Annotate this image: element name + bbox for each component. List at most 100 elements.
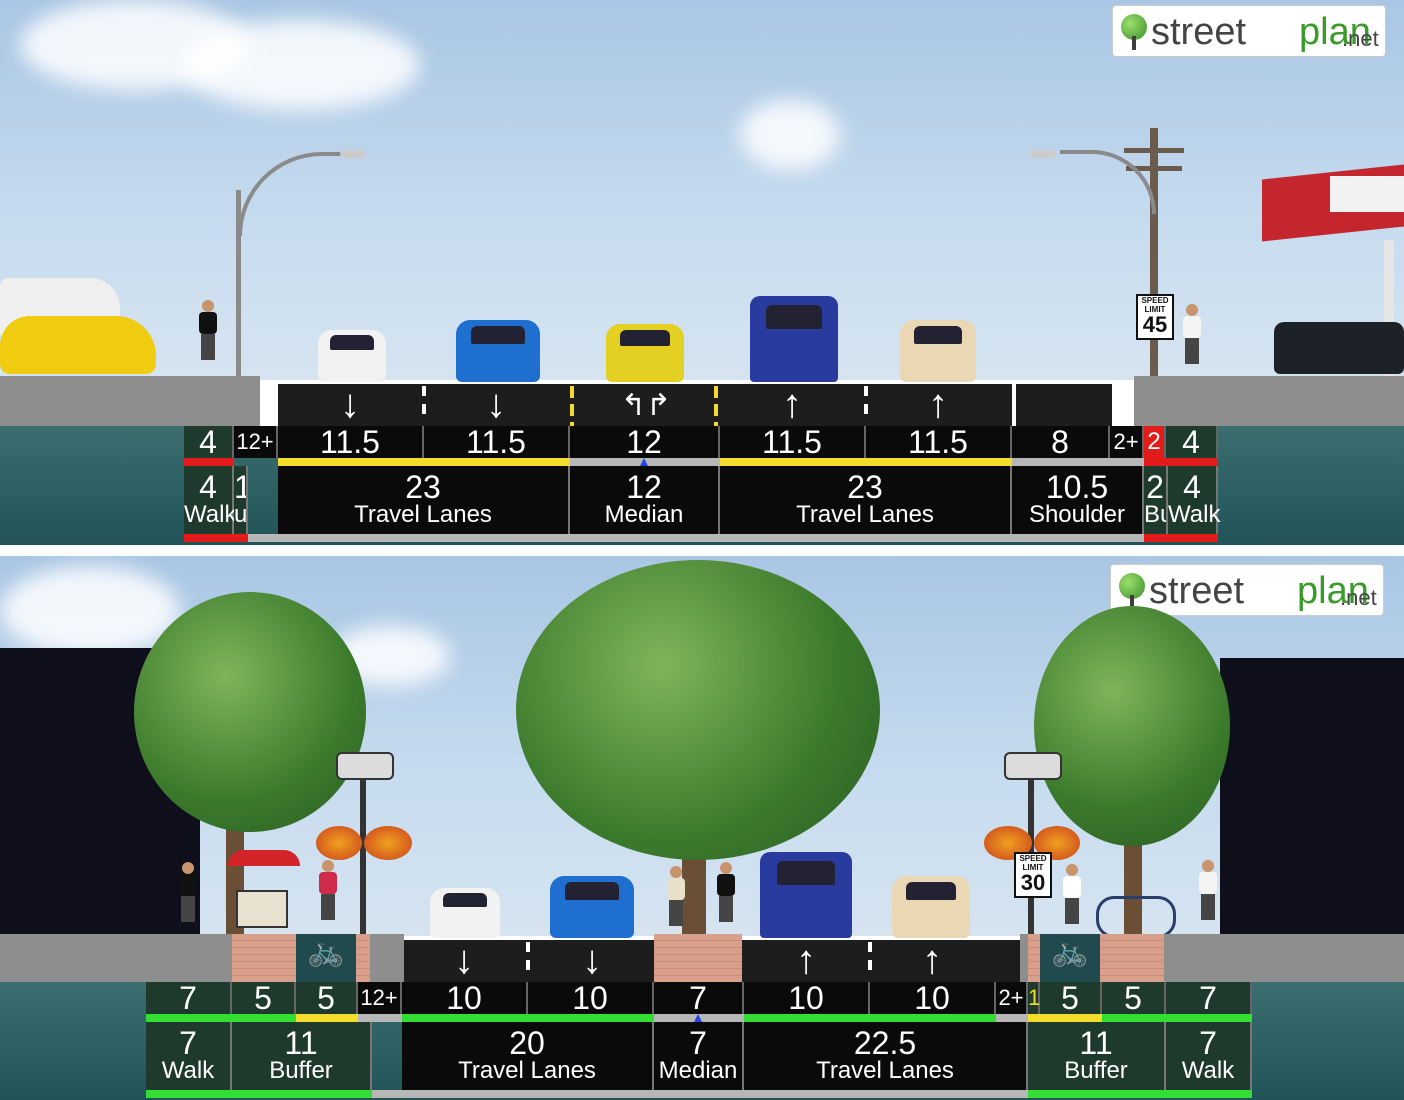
- constraint-bar-green: [146, 1090, 372, 1098]
- bike-lane-symbol-icon: 🚲: [1040, 934, 1100, 982]
- constraint-bar-red: [184, 534, 248, 542]
- section-curb: 1u: [234, 466, 248, 534]
- bike-lane-symbol-icon: 🚲: [296, 934, 356, 982]
- lane-arrow-up-icon: ↑: [796, 938, 816, 982]
- blue-pickup-truck: [750, 296, 838, 382]
- turn-lane-arrow-icon: ↰↱: [620, 389, 672, 422]
- dimension-bike-lane: 5: [1040, 982, 1102, 1014]
- dimension-buffer: 1: [1028, 982, 1040, 1014]
- tree-logo-icon: [1119, 573, 1145, 599]
- section-buffer: 2Bu: [1144, 466, 1168, 534]
- dimension-lane: 11.5: [866, 426, 1012, 458]
- dimension-lane: 11.5: [720, 426, 866, 458]
- dimension-walk: 4: [1166, 426, 1218, 458]
- dimension-lane: 11.5: [278, 426, 424, 458]
- constraint-bar-yellow: [720, 458, 1012, 466]
- constraint-bar-green: [402, 1014, 654, 1022]
- median-planter: [654, 934, 742, 982]
- logo-text-plan: plan: [1297, 570, 1369, 612]
- sidewalk-right: [1134, 376, 1404, 426]
- existing-street-section: street plan .net SPEED LIMIT 45 ↓ ↓ ↰↱ ↑…: [0, 0, 1404, 545]
- cyclist: [316, 860, 340, 928]
- pedestrian: [176, 862, 200, 934]
- buffer-planter: [1100, 934, 1164, 982]
- street-tree: [134, 592, 366, 832]
- streetplan-logo[interactable]: street plan .net: [1110, 564, 1384, 616]
- dimension-curb: 2+: [1110, 426, 1144, 458]
- median-tree: [516, 560, 880, 860]
- dimension-shoulder: 8: [1012, 426, 1110, 458]
- yellow-car: [606, 324, 684, 382]
- constraint-bar-yellow: [278, 458, 570, 466]
- cyclist: [1060, 864, 1084, 932]
- dimension-bike-lane: 5: [296, 982, 358, 1014]
- beige-car: [892, 876, 970, 938]
- lane-arrow-down-icon: ↓: [582, 938, 602, 982]
- buffer-planter: [232, 934, 296, 982]
- dark-suv: [1274, 322, 1404, 374]
- hanging-flower-basket: [364, 826, 412, 860]
- dimension-walk: 4: [184, 426, 234, 458]
- sidewalk-left: [0, 376, 260, 426]
- dimension-lane: 11.5: [424, 426, 570, 458]
- street-light-pole: [236, 190, 241, 380]
- blue-pickup-truck: [760, 852, 852, 938]
- white-car: [430, 888, 500, 938]
- utility-pole: [1150, 128, 1158, 380]
- pedestrian: [714, 862, 738, 934]
- dimension-lane: 10: [402, 982, 528, 1014]
- hanging-flower-basket: [316, 826, 362, 860]
- dimension-lane: 10: [744, 982, 870, 1014]
- tree-logo-icon: [1121, 14, 1147, 40]
- dimension-walk: 7: [146, 982, 232, 1014]
- speed-limit-sign: SPEED LIMIT 45: [1136, 294, 1174, 340]
- street-light-head: [1030, 150, 1056, 158]
- dimension-curb: 2+: [996, 982, 1028, 1014]
- lane-arrow-down-icon: ↓: [340, 382, 360, 426]
- dimension-buffer: 5: [1102, 982, 1166, 1014]
- street-tree: [1034, 606, 1230, 846]
- constraint-bar-red: [1144, 534, 1218, 542]
- lane-arrow-up-icon: ↑: [928, 382, 948, 426]
- blue-suv: [456, 320, 540, 382]
- beige-car: [900, 320, 976, 382]
- blue-suv: [550, 876, 634, 938]
- cloud: [180, 20, 420, 110]
- vendor-cart: [236, 890, 288, 928]
- logo-text-street: street: [1149, 570, 1245, 612]
- constraint-bar-green: [1102, 1014, 1252, 1022]
- dimension-buffer: 2: [1144, 426, 1166, 458]
- logo-text-net: .net: [1340, 585, 1377, 610]
- pedestrian: [664, 866, 688, 934]
- pedestrian: [196, 300, 220, 372]
- logo-text-street: street: [1151, 11, 1247, 53]
- constraint-bar-red: [184, 458, 234, 466]
- building-right: [1220, 658, 1404, 934]
- dimension-walk: 7: [1166, 982, 1252, 1014]
- dimension-buffer: 5: [232, 982, 296, 1014]
- constraint-bar-red: [1144, 458, 1218, 466]
- logo-text-net: .net: [1342, 26, 1379, 51]
- street-light-head: [340, 150, 366, 158]
- constraint-bar-green: [1028, 1090, 1252, 1098]
- pedestrian: [1196, 860, 1220, 934]
- speed-limit-sign: SPEED LIMIT 30: [1014, 852, 1052, 898]
- yellow-sports-car: [0, 316, 156, 374]
- roadway: [278, 384, 1112, 426]
- cafe-umbrella: [228, 850, 300, 866]
- lane-arrow-up-icon: ↑: [922, 938, 942, 982]
- streetplan-logo[interactable]: street plan .net: [1112, 5, 1386, 57]
- dimension-lane: 10: [528, 982, 654, 1014]
- dimension-median: 12: [570, 426, 720, 458]
- proposed-street-section: street plan .net SPEED LIMIT 30 🚲: [0, 556, 1404, 1100]
- dimension-curb: 12+: [234, 426, 278, 458]
